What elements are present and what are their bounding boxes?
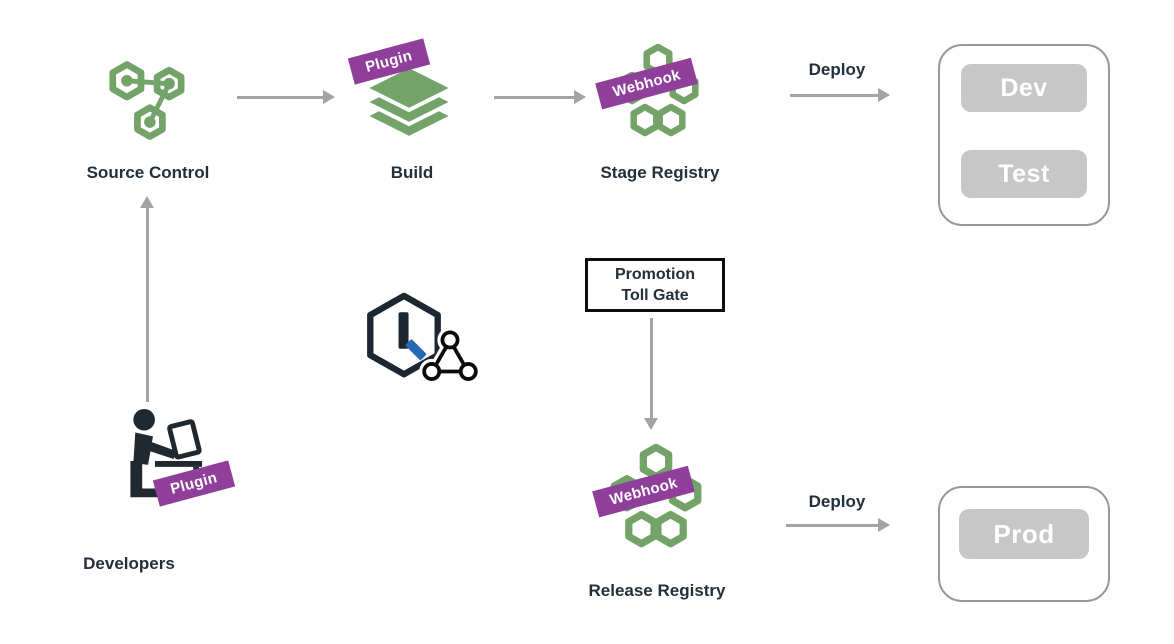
deploy-bottom-label: Deploy bbox=[808, 492, 866, 511]
arrow-build-to-stage bbox=[494, 90, 586, 104]
source-control-label: Source Control bbox=[86, 163, 210, 182]
dev-test-env-box: Dev Test bbox=[938, 44, 1110, 226]
webhook-logo-icon bbox=[418, 328, 482, 386]
build-label: Build bbox=[390, 163, 434, 182]
promotion-gate-line1: Promotion bbox=[615, 266, 695, 283]
prod-env-box: Prod bbox=[938, 486, 1110, 602]
release-registry-label: Release Registry bbox=[588, 581, 726, 600]
arrow-gate-to-release bbox=[644, 318, 658, 430]
promotion-toll-gate: Promotion Toll Gate bbox=[585, 258, 725, 312]
dev-env-badge: Dev bbox=[961, 64, 1087, 112]
test-env-badge: Test bbox=[961, 150, 1087, 198]
build-icon bbox=[357, 60, 461, 152]
promotion-gate-line2: Toll Gate bbox=[621, 287, 689, 304]
litmus-logo-icon bbox=[363, 290, 445, 382]
arrow-deploy-prod bbox=[786, 518, 890, 532]
arrow-deploy-dev-test bbox=[790, 88, 890, 102]
deploy-top-label: Deploy bbox=[808, 60, 866, 79]
arrow-developers-to-source bbox=[140, 196, 154, 402]
arrow-source-to-build bbox=[237, 90, 335, 104]
stage-registry-label: Stage Registry bbox=[600, 163, 720, 182]
source-control-icon bbox=[100, 52, 196, 148]
prod-env-badge: Prod bbox=[959, 509, 1089, 559]
developers-label: Developers bbox=[83, 554, 175, 573]
